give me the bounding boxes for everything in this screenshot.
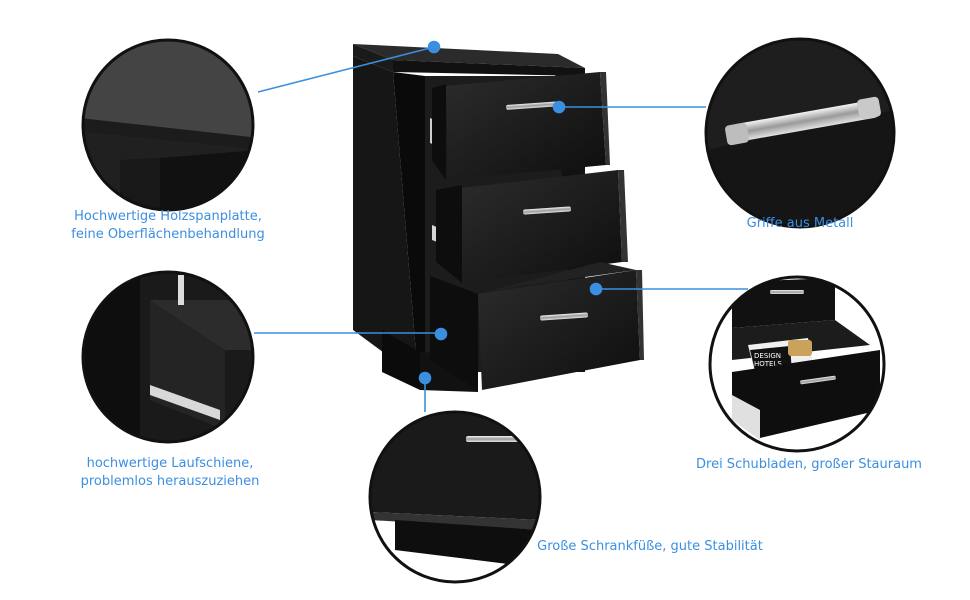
drawers-feature-label: Drei Schubladen, großer Stauraum [680, 456, 938, 474]
book-title-text: DESIGN [754, 352, 781, 360]
svg-text:HOTELS: HOTELS [754, 360, 782, 368]
handles-feature-label: Griffe aus Metall [720, 215, 880, 233]
connector-lines [254, 40, 748, 412]
handles-feature-text: Griffe aus Metall [746, 216, 854, 231]
rails-feature-line2: problemlos herauszuziehen [80, 474, 260, 489]
feet-feature-label: Große Schrankfüße, gute Stabilität [530, 538, 770, 556]
tabletop-feature-label: Hochwertige Holzspanplatte, feine Oberfl… [58, 208, 278, 244]
rails-feature-label: hochwertige Laufschiene, problemlos hera… [60, 455, 280, 491]
tabletop-feature-line2: feine Oberflächenbehandlung [71, 227, 265, 242]
open-drawer-detail-circle: DESIGN HOTELS BOOK [710, 277, 884, 451]
tabletop-feature-line1: Hochwertige Holzspanplatte, [74, 209, 262, 224]
feet-detail-circle [370, 412, 540, 582]
rails-feature-line1: hochwertige Laufschiene, [86, 456, 254, 471]
handle-detail-circle [706, 39, 894, 227]
nightstand-cabinet [353, 44, 644, 392]
drawers-feature-text: Drei Schubladen, großer Stauraum [696, 457, 922, 472]
feet-feature-text: Große Schrankfüße, gute Stabilität [537, 539, 763, 554]
